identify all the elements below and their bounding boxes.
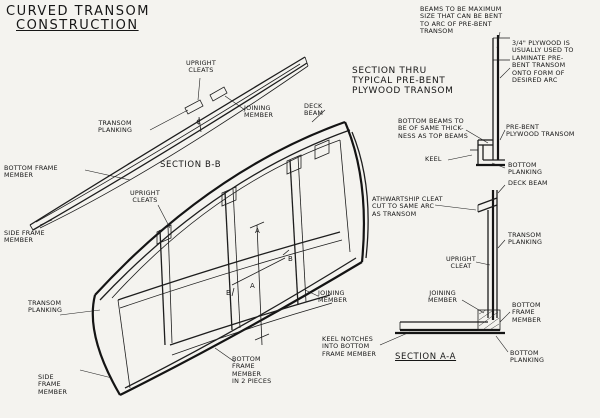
label-transom-planking-aa: Transom Planking (508, 231, 543, 247)
mark-b-right: B (288, 255, 294, 263)
label-bottom-planking-aa: Bottom Planking (510, 349, 545, 365)
label-bottom-frame-member-left: Bottom Frame Member (4, 164, 58, 180)
section-bb-profile (29, 56, 309, 231)
label-pre-bent-plywood: Pre-bent plywood transom (506, 123, 575, 139)
mark-a-bottom: A (250, 282, 255, 290)
title-line-1: Curved Transom (6, 4, 150, 19)
title-line-2: Construction (16, 18, 139, 33)
label-keel: Keel (425, 155, 442, 163)
label-side-frame-member-bottom: Side Frame Member (38, 373, 68, 396)
mark-a-top: A (255, 227, 260, 235)
label-transom-planking-top: Transom Planking (98, 119, 133, 135)
label-keel-notches: Keel notches into bottom frame member (322, 335, 377, 358)
leader-lines (39, 31, 511, 379)
label-beams-max-note: Beams to be maximum size that can be ben… (420, 5, 503, 36)
mark-b-left: B (226, 289, 232, 297)
label-joining-member-top: Joining Member (244, 104, 274, 120)
label-deck-beam-aa: Deck Beam (508, 179, 548, 187)
section-bb-caption: Section B-B (160, 160, 222, 170)
label-joining-member-aa: Joining Member (428, 289, 458, 305)
label-joining-member-mid: Joining Member (318, 289, 348, 305)
label-bottom-frame-member-aa: Bottom Frame Member (512, 301, 542, 324)
mark-center: ¢ (196, 117, 202, 126)
label-deck-beam-top: Deck Beam (304, 102, 324, 118)
section-aa (395, 190, 505, 335)
section-aa-caption: Section A-A (395, 352, 457, 362)
label-transom-planking-left: Transom Planking (28, 299, 63, 315)
section-pre-bent-heading: Section Thru Typical Pre-Bent Plywood Tr… (352, 66, 454, 96)
pre-bent-section (470, 35, 510, 167)
transom-isometric (91, 120, 369, 396)
label-upright-cleat-aa: Upright Cleat (446, 255, 476, 271)
label-upright-cleats-top: Upright Cleats (186, 59, 216, 75)
label-upright-cleats-mid: Upright Cleats (130, 189, 160, 205)
label-plywood-note: 3/4" Plywood is usually used to laminate… (512, 39, 574, 85)
label-side-frame-member-left: Side Frame Member (4, 229, 45, 245)
label-athwartship-cleat: Athwartship cleat cut to same arc as tra… (372, 195, 443, 218)
label-bottom-planking-pre: Bottom Planking (508, 161, 543, 177)
label-bottom-frame-member-pieces: Bottom Frame Member in 2 Pieces (232, 355, 272, 386)
label-bottom-beams-note: Bottom beams to be of same thick- ness a… (398, 117, 469, 140)
